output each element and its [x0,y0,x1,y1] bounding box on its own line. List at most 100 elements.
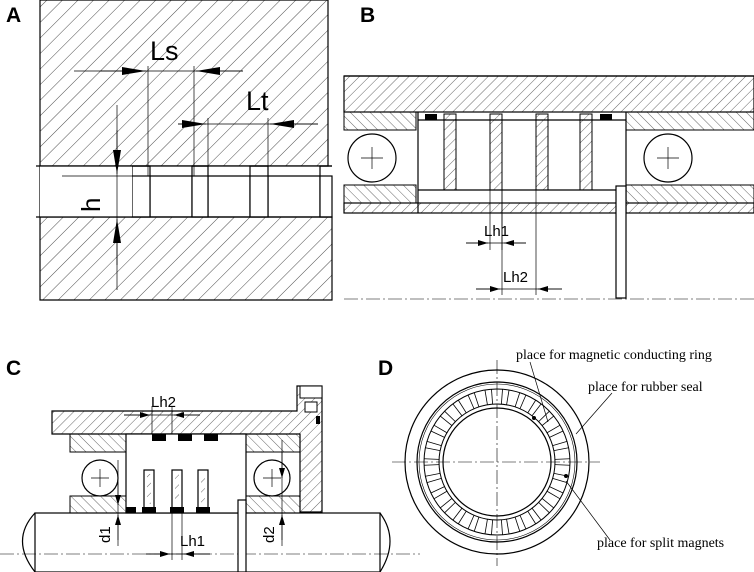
magnet-segment-edge [439,415,453,426]
magnet-segment-edge [552,478,568,484]
panel-d-ring-outer [416,381,578,543]
panel-b-seal-left [425,114,437,120]
panel-d-letter: D [378,357,393,380]
panel-a-upper-part [39,0,329,167]
panel-d-marker-1 [532,416,536,420]
panel-a-lower-part [39,216,333,301]
panel-c-seal-7 [126,507,136,513]
panel-c-lh1-label: Lh1 [180,533,205,550]
panel-d-ring-inner [418,383,576,541]
panel-c-pin [237,499,247,572]
magnet-segment-edge [457,399,467,414]
magnet-segment-edge [527,510,537,525]
magnet-segment-edge [433,424,448,434]
panel-d-note-ring: place for magnetic conducting ring [516,348,712,363]
magnet-segment-edge [484,519,488,535]
magnet-segment-edge [538,502,550,514]
panel-b-housing [343,75,754,113]
panel-d-magnet-outer [423,388,571,536]
panel-d-note-magnets: place for split magnets [597,536,724,551]
panel-c-lh2-label: Lh2 [151,394,176,411]
panel-a: A Ls Lt h [6,0,333,301]
panel-d-note-seal: place for rubber seal [588,380,703,395]
magnet-segment-edge [425,472,441,477]
panel-b-lh2-label: Lh2 [503,269,528,286]
panel-b-ring-2 [489,113,503,191]
magnet-segment-edge [473,516,480,532]
magnet-segment-edge [554,464,570,466]
magnet-segment-edge [549,486,564,494]
magnet-segment-edge [491,519,494,535]
magnet-segment-edge [424,458,440,460]
panel-d-marker-2 [564,474,568,478]
magnet-segment-edge [467,394,475,409]
panel-c-left-bearing-outer [69,433,127,453]
magnet-segment-edge [425,447,441,452]
panel-c-letter: C [6,357,21,380]
magnet-segment-edge [506,389,510,405]
panel-c-right-bearing-outer [245,433,301,453]
panel-b-ring-3 [535,113,549,191]
panel-d-magnet-inner [438,403,556,521]
panel-d-bore [442,407,552,517]
panel-d-leader-ring [529,361,549,423]
panel-c-flange-slot [304,401,318,413]
magnet-segment-edge [444,502,456,514]
panel-b-ring-1 [443,113,457,191]
panel-a-tooth-3 [249,175,269,218]
magnet-segment-edge [531,507,542,521]
magnet-segment-edge [452,403,463,417]
panel-c-right-bearing-inner [245,495,301,514]
magnet-segment-edge [514,516,521,532]
panel-b-pin [615,185,627,299]
panel-c-seal-6 [196,507,210,513]
panel-d-outer-circle [404,369,590,555]
panel-b-right-bearing-outer [625,111,754,131]
panel-c-shaft [34,512,381,572]
magnet-segment-edge [424,464,440,466]
magnet-segment-edge [500,519,503,535]
panel-d-leader-magnets [565,480,611,541]
magnet-segment-edge [546,424,561,434]
magnet-segment-edge [553,447,569,452]
magnet-segment-edge [430,486,445,494]
panel-b-ring-4 [579,113,593,191]
panel-d-leader-seal [575,392,613,435]
panel-c-flange-mark [316,416,320,424]
panel-c-seal-4 [142,507,156,513]
panel-b: B Lh1 [343,4,754,300]
panel-b-seal-right [600,114,612,120]
panel-a-tooth-2 [191,175,209,218]
magnet-segment-edge [500,389,503,405]
magnet-segment-edge [457,510,467,525]
panel-a-tooth-1 [131,175,151,218]
panel-a-tooth-4 [319,175,333,218]
panel-a-h-label: h [76,198,106,212]
magnet-segment-edge [554,458,570,460]
magnet-segment-edge [552,440,568,446]
panel-c-seal-1 [152,434,166,441]
panel-c-d2-label: d2 [261,526,278,543]
magnet-segment-edge [473,392,480,408]
magnet-segment-edge [484,389,488,405]
panel-a-ls-label: Ls [150,36,179,66]
magnet-segment-edge [491,389,494,405]
magnet-segment-edge [538,410,550,422]
panel-b-shaft [343,202,754,214]
magnet-segment-edge [541,498,555,509]
panel-c-d1-label: d1 [97,526,114,543]
panel-a-lt-label: Lt [246,86,269,116]
magnet-segment-edge [506,519,510,535]
magnet-segment-edge [519,515,527,530]
panel-b-letter: B [360,4,375,27]
panel-b-right-bearing-inner [625,184,754,204]
magnet-segment-edge [467,515,475,530]
magnet-segment-edge [444,410,456,422]
magnet-segment-edge [546,490,561,500]
panel-b-lh1-label: Lh1 [484,223,509,240]
magnet-segment-edge [426,478,442,484]
panel-c: C [0,357,420,572]
magnet-segment-edge [426,440,442,446]
magnet-segment-edge [531,403,542,417]
